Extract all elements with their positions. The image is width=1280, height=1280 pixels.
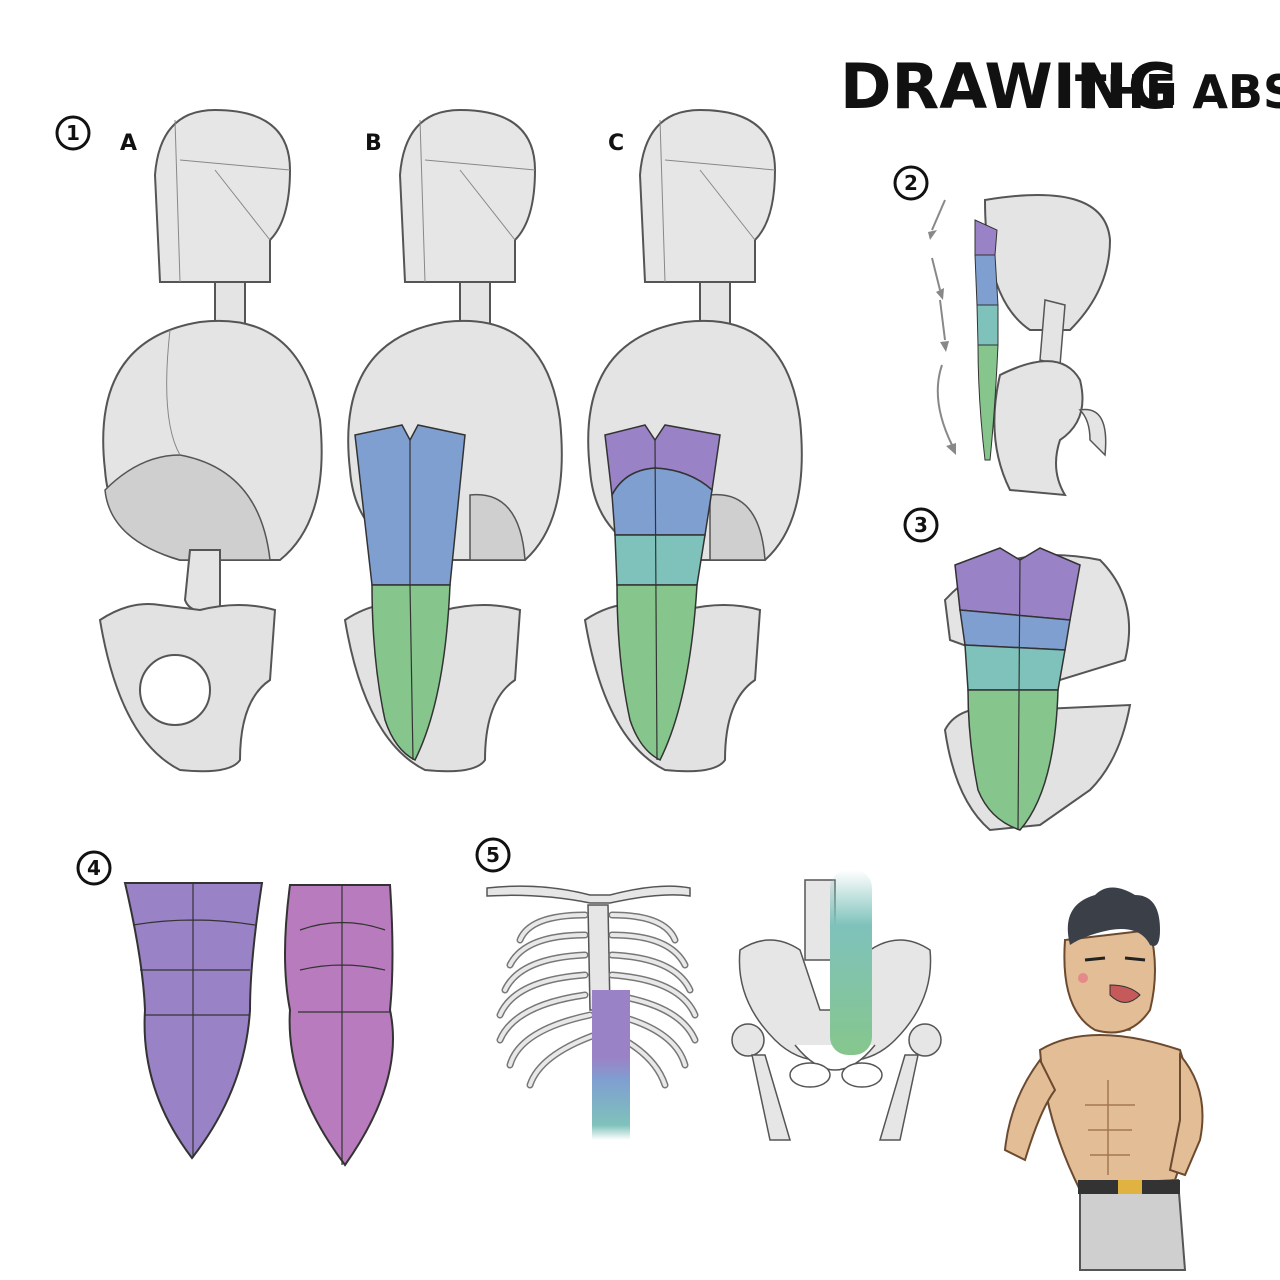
svg-text:1: 1 bbox=[66, 121, 80, 145]
title-rest: THE ABS bbox=[1075, 65, 1280, 119]
svg-text:2: 2 bbox=[904, 171, 918, 195]
svg-text:3: 3 bbox=[914, 513, 928, 537]
ribcage-illustration bbox=[486, 885, 699, 1140]
variant-label-a: A bbox=[120, 131, 137, 156]
side-view-figure bbox=[974, 194, 1112, 497]
pelvis-illustration bbox=[731, 870, 942, 1141]
step-2-badge: 2 bbox=[893, 165, 929, 201]
step-3-badge: 3 bbox=[903, 507, 939, 543]
three-quarter-figure bbox=[943, 547, 1132, 832]
page-title: DRAWING THE ABS bbox=[840, 50, 1280, 123]
variant-label-b: B bbox=[365, 131, 382, 156]
svg-text:5: 5 bbox=[486, 843, 500, 867]
title-main: DRAWING bbox=[840, 50, 1179, 123]
mannequin-b bbox=[343, 108, 563, 773]
abs-segment-blue bbox=[611, 467, 713, 536]
abs-segment-teal bbox=[614, 534, 706, 586]
mannequin-c bbox=[583, 108, 803, 773]
mannequin-a bbox=[98, 108, 323, 773]
abs-shape-detailed bbox=[284, 884, 394, 1167]
step-4-badge: 4 bbox=[76, 850, 112, 886]
svg-text:4: 4 bbox=[87, 856, 101, 880]
variant-label-c: C bbox=[608, 131, 624, 156]
step-1-badge: 1 bbox=[55, 115, 91, 151]
abs-shape-simple bbox=[123, 882, 264, 1160]
character-illustration bbox=[1003, 887, 1204, 1271]
step-5-badge: 5 bbox=[475, 837, 511, 873]
arrow-icon bbox=[928, 199, 956, 455]
